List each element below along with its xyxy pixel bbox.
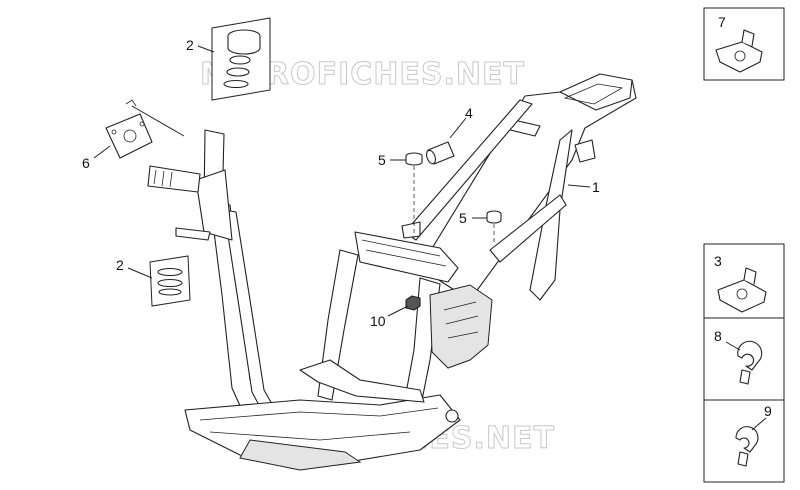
callout-4: 4 (465, 105, 473, 121)
callout-6: 6 (82, 155, 90, 171)
callout-5-lower: 5 (459, 210, 467, 226)
leader-6 (93, 145, 111, 159)
screw-5-upper (405, 152, 423, 236)
screw-5-lower (486, 210, 502, 244)
lower-bearing-kit (149, 227, 211, 307)
callout-2-lower: 2 (116, 257, 124, 273)
callout-1: 1 (592, 179, 600, 195)
inset-box-8 (703, 317, 785, 401)
callout-5-upper: 5 (378, 152, 386, 168)
leader-10 (387, 305, 409, 317)
callout-7: 7 (718, 14, 726, 30)
nut-10 (405, 295, 421, 311)
inset-box-7 (703, 7, 785, 81)
callout-10: 10 (370, 313, 386, 329)
leader-9 (751, 417, 767, 431)
upper-bearing-kit (211, 17, 271, 101)
main-frame (184, 73, 637, 471)
leader-4 (449, 117, 467, 139)
leader-2-lower (127, 267, 153, 279)
plate-6 (105, 99, 185, 159)
callout-3: 3 (714, 253, 722, 269)
callout-2-upper: 2 (186, 37, 194, 53)
handlebar-mount (147, 165, 201, 193)
leader-1 (567, 184, 591, 188)
callout-8: 8 (714, 328, 722, 344)
leader-8 (725, 341, 741, 351)
callout-9: 9 (764, 403, 772, 419)
leader-2-upper (197, 45, 215, 53)
inset-box-3 (703, 243, 785, 319)
bushing-4 (425, 141, 455, 165)
inset-box-9 (703, 399, 785, 483)
